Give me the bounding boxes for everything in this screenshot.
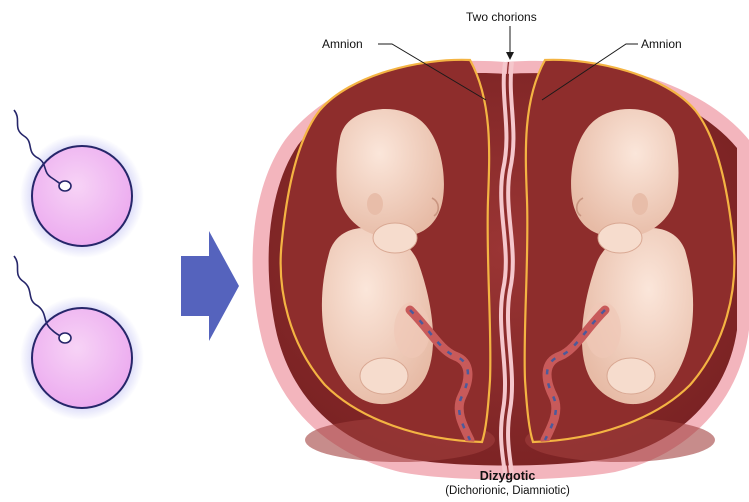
egg-bottom bbox=[14, 256, 144, 420]
egg-cell bbox=[32, 146, 132, 246]
egg-top bbox=[14, 110, 144, 258]
sperm-head bbox=[59, 333, 71, 343]
amnion-left-label: Amnion bbox=[322, 37, 363, 51]
right-arrow-icon bbox=[181, 231, 239, 341]
diagram-subtitle: (Dichorionic, Diamniotic) bbox=[0, 485, 749, 497]
amnion-right-label: Amnion bbox=[641, 37, 682, 51]
diagram-title: Dizygotic bbox=[0, 469, 749, 483]
two-chorions-label: Two chorions bbox=[466, 10, 537, 24]
sperm-head bbox=[59, 181, 71, 191]
